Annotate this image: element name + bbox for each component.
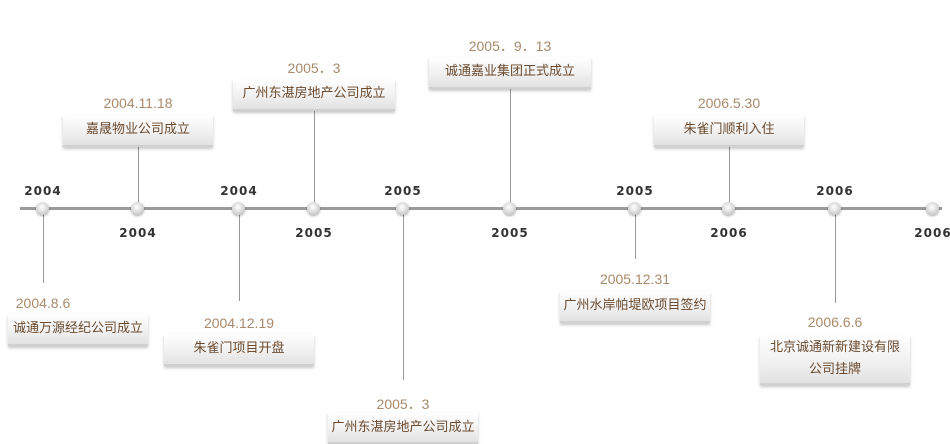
tick-year-label: 2006 — [816, 184, 854, 198]
tick-year-label: 2006 — [914, 226, 950, 240]
event-date: 2005．9．13 — [468, 38, 552, 54]
event-date: 2004.8.6 — [15, 295, 71, 311]
timeline-node-dot — [36, 202, 49, 215]
timeline-node-dot — [131, 202, 144, 215]
event-box: 诚通嘉业集团正式成立 — [429, 57, 591, 89]
event-box: 广州东湛房地产公司成立 — [233, 79, 395, 111]
timeline-axis — [20, 207, 942, 210]
event-description-line: 嘉晟物业公司成立 — [85, 122, 190, 137]
timeline-node-dot — [232, 202, 245, 215]
timeline-node-dot — [722, 202, 735, 215]
tick-year-label: 2006 — [710, 226, 748, 240]
timeline-node-dot — [503, 202, 516, 215]
event-description-line: 诚通万源经纪公司成立 — [12, 321, 143, 336]
event-description-line: 北京诚通新新建设有限 — [769, 340, 900, 355]
event-box: 广州水岸帕堤欧项目签约 — [560, 291, 710, 323]
event-connector-line — [138, 145, 139, 203]
event-box: 北京诚通新新建设有限公司挂牌 — [760, 335, 910, 385]
tick-year-label: 2005 — [384, 184, 422, 198]
timeline-node-dot — [628, 202, 641, 215]
event-date: 2005．3 — [287, 60, 341, 76]
event-box: 嘉晟物业公司成立 — [63, 115, 213, 147]
timeline-node-dot — [828, 202, 841, 215]
event-description-line: 朱雀门顺利入住 — [683, 122, 775, 137]
timeline-node-dot — [926, 202, 939, 215]
event-date: 2004.12.19 — [203, 315, 275, 331]
event-description-line: 朱雀门项目开盘 — [193, 341, 285, 356]
tick-year-label: 2005 — [295, 226, 333, 240]
event-connector-line — [729, 145, 730, 203]
event-date: 2005．3 — [376, 396, 430, 412]
timeline-node-dot — [396, 202, 409, 215]
event-connector-line — [314, 109, 315, 203]
event-description-line: 公司挂牌 — [808, 362, 861, 377]
tick-year-label: 2004 — [24, 184, 62, 198]
event-description-line: 广州水岸帕堤欧项目签约 — [563, 298, 707, 313]
event-description-line: 广州东湛房地产公司成立 — [331, 419, 475, 435]
event-date: 2006.6.6 — [807, 314, 863, 330]
event-description-line: 诚通嘉业集团正式成立 — [444, 64, 575, 79]
event-box: 朱雀门项目开盘 — [164, 334, 314, 366]
event-date: 2005.12.31 — [599, 271, 671, 287]
event-description-line: 广州东湛房地产公司成立 — [242, 86, 386, 101]
event-box: 朱雀门顺利入住 — [654, 115, 804, 147]
event-connector-line — [239, 214, 240, 301]
event-connector-line — [403, 214, 404, 380]
event-connector-line — [510, 87, 511, 203]
tick-year-label: 2004 — [220, 184, 258, 198]
event-date: 2006.5.30 — [697, 95, 761, 111]
event-connector-line — [635, 214, 636, 259]
timeline-node-dot — [307, 202, 320, 215]
event-connector-line — [43, 214, 44, 283]
event-connector-line — [835, 214, 836, 303]
event-date: 2004.11.18 — [103, 95, 173, 111]
tick-year-label: 2005 — [616, 184, 654, 198]
event-box: 诚通万源经纪公司成立 — [8, 314, 148, 346]
event-box: 广州东湛房地产公司成立 — [328, 413, 478, 444]
tick-year-label: 2004 — [119, 226, 157, 240]
tick-year-label: 2005 — [491, 226, 529, 240]
